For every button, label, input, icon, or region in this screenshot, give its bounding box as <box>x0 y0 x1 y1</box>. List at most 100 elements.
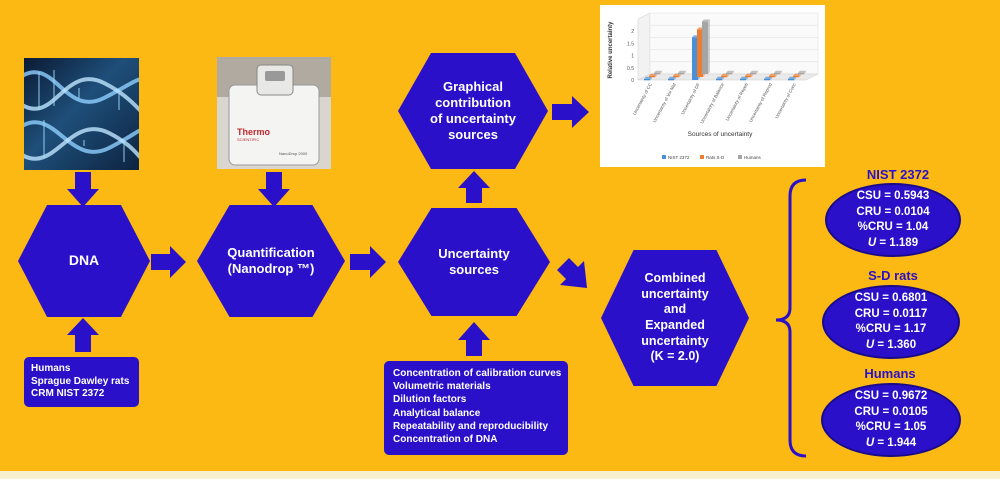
chart-bar-top <box>774 70 782 73</box>
dna-helix-image <box>24 58 139 170</box>
legend-label: NIST 2372 <box>668 155 690 160</box>
chart-bar-side <box>650 76 652 81</box>
graphical-contribution-label: Graphical contribution of uncertainty so… <box>430 78 516 143</box>
sample-item: Humans <box>31 363 71 374</box>
chart-bar-side <box>746 76 748 81</box>
chart-bar-side <box>708 19 710 74</box>
chart-bar-side <box>780 70 782 75</box>
u-symbol: U <box>867 236 877 249</box>
chart-bar-side <box>799 73 801 78</box>
quantification-node-label: Quantification (Nanodrop ™) <box>227 244 315 276</box>
bottom-strip <box>0 471 1000 479</box>
pcru-value: %CRU = 1.17 <box>855 323 927 335</box>
chart-bar <box>716 78 722 81</box>
uncertainty-sources-node: Uncertainty sources <box>398 208 550 316</box>
chart-bar-top <box>798 70 806 73</box>
arrow-right-to-chart <box>552 96 589 128</box>
expanded-u-value: U = 1.189 <box>868 236 918 252</box>
result-title-humans: Humans <box>864 366 916 381</box>
arrow-right-quant-uncert <box>350 246 386 278</box>
dna-node: DNA <box>18 205 150 317</box>
legend-swatch <box>662 155 666 159</box>
result-ellipse-rats: CSU = 0.6801 CRU = 0.0117 %CRU = 1.17 U … <box>822 285 960 359</box>
uncertainty-sources-label: Uncertainty sources <box>438 245 510 277</box>
dna-helix-icon <box>24 70 139 162</box>
chart-bar <box>798 72 804 75</box>
instrument-brand-logo: Thermo <box>237 127 271 137</box>
u-symbol: U <box>865 338 875 351</box>
source-item: Volumetric materials <box>393 381 491 393</box>
chart-bar <box>721 75 727 78</box>
arrow-up-to-graphical <box>458 171 490 203</box>
source-item: Dilution factors <box>393 394 467 406</box>
chart-bar <box>764 78 770 81</box>
chart-bar <box>673 75 679 78</box>
chart-bar <box>692 37 698 80</box>
arrow-up-from-sources <box>458 322 490 356</box>
cru-value: CRU = 0.0117 <box>854 307 928 320</box>
legend-label: Rats S-D <box>706 155 725 160</box>
quantification-node: Quantification (Nanodrop ™) <box>197 205 345 317</box>
arrow-up-samples <box>67 318 99 352</box>
source-item: Concentration of calibration curves <box>393 368 562 379</box>
chart-bar-top <box>654 70 662 73</box>
chart-bar <box>697 29 703 78</box>
arrow-down-dna <box>67 172 99 207</box>
chart-bar <box>678 72 684 75</box>
u-number: = 1.189 <box>876 236 919 249</box>
chart-bar <box>750 72 756 75</box>
chart-bar-side <box>770 76 772 81</box>
legend-label: Humans <box>744 155 762 160</box>
chart-bar <box>774 72 780 75</box>
csu-value: CSU = 0.9672 <box>854 390 928 402</box>
combined-uncertainty-node: Combined uncertainty and Expanded uncert… <box>601 250 749 386</box>
cru-value: CRU = 0.0104 <box>856 205 930 218</box>
expanded-u-value: U = 1.360 <box>866 338 916 354</box>
chart-bar-side <box>722 76 724 81</box>
y-tick-label: 1.5 <box>627 41 634 47</box>
chart-bar <box>649 75 655 78</box>
chart-bar-side <box>751 73 753 78</box>
result-ellipse-humans: CSU = 0.9672 CRU = 0.0105 %CRU = 1.05 U … <box>821 383 961 457</box>
sample-item: CRM NIST 2372 <box>31 388 105 399</box>
chart-bar <box>726 72 732 75</box>
chart-bar <box>740 78 746 81</box>
uncertainty-sources-box: Concentration of calibration curves Volu… <box>384 361 568 455</box>
chart-bar <box>654 72 660 75</box>
chart-bar-side <box>775 73 777 78</box>
chart-bar <box>745 75 751 78</box>
chart-bar <box>788 78 794 81</box>
source-item: Repeatability and reproducibility <box>393 420 549 432</box>
results-bracket <box>775 178 807 458</box>
y-axis-label: Relative uncertainty <box>608 21 614 79</box>
source-item: Analytical balance <box>393 407 481 419</box>
chart-bar-top <box>726 70 734 73</box>
dna-node-label: DNA <box>68 252 100 269</box>
u-number: = 1.360 <box>874 338 917 351</box>
csu-value: CSU = 0.5943 <box>856 190 930 202</box>
instrument-brand-subtitle: SCIENTIFIC <box>237 137 260 142</box>
pcru-value: %CRU = 1.04 <box>857 221 929 233</box>
instrument-drawing <box>217 57 331 166</box>
arrow-diag-to-combined <box>557 258 587 288</box>
u-number: = 1.944 <box>874 436 917 449</box>
instrument-model-label: NanoDrop 2000 <box>279 151 308 156</box>
chart-bar-top <box>750 70 758 73</box>
chart-bar-side <box>794 76 796 81</box>
expanded-u-value: U = 1.944 <box>866 436 916 452</box>
chart-bar-side <box>756 70 758 75</box>
y-tick-label: 0 <box>631 78 634 84</box>
chart-bar-top <box>702 19 710 22</box>
chart-bar-side <box>732 70 734 75</box>
result-ellipse-nist: CSU = 0.5943 CRU = 0.0104 %CRU = 1.04 U … <box>825 183 961 257</box>
chart-bar-side <box>674 76 676 81</box>
x-axis-label: Sources of uncertainty <box>688 131 753 138</box>
chart-bar-side <box>804 70 806 75</box>
result-title-rats: S-D rats <box>868 268 918 283</box>
arrow-right-dna-quant <box>151 246 186 278</box>
arrow-down-nanodrop <box>258 172 290 207</box>
chart-bar-side <box>727 73 729 78</box>
